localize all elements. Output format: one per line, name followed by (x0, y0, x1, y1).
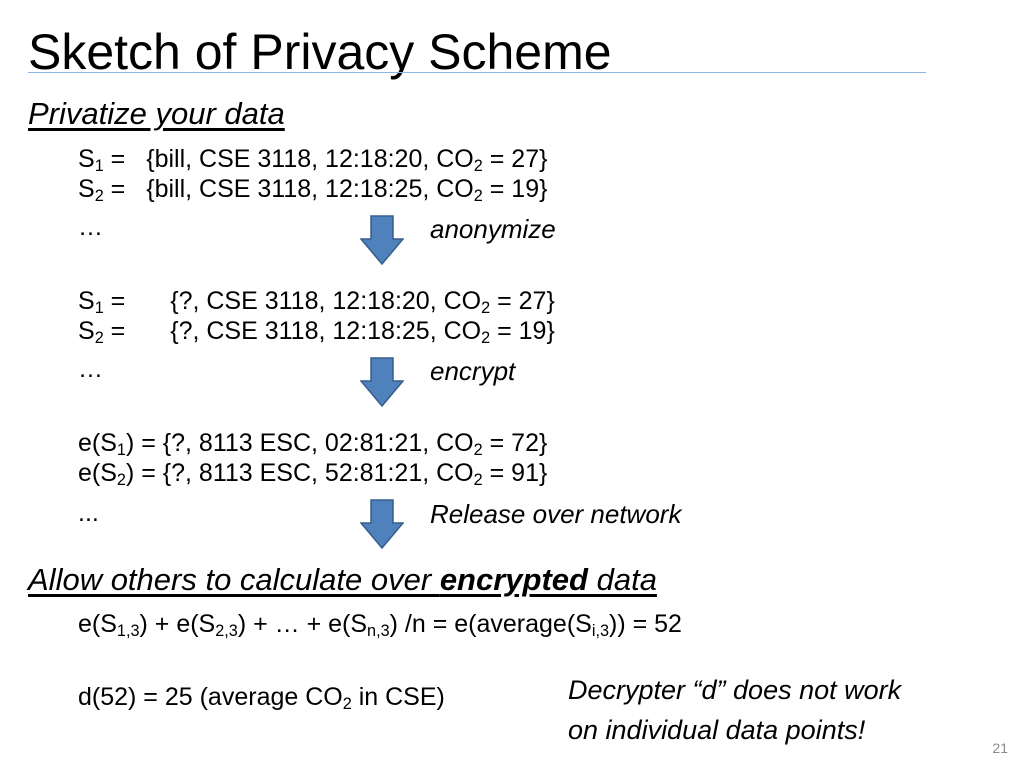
decrypter-note-line2: on individual data points! (568, 715, 866, 745)
section-heading-privatize: Privatize your data (28, 96, 285, 131)
ellipsis-raw: … (78, 213, 103, 241)
step-label-encrypt: encrypt (430, 356, 516, 386)
decrypter-note: Decrypter “d” does not work on individua… (568, 670, 901, 750)
section-heading-calculate: Allow others to calculate over encrypted… (28, 562, 657, 597)
down-arrow-icon-anonymize (360, 215, 404, 265)
record-e-s2: e(S2) = {?, 8113 ESC, 52:81:21, CO2 = 91… (78, 459, 548, 490)
decrypter-note-line1: Decrypter “d” does not work (568, 675, 902, 705)
page-number: 21 (992, 740, 1008, 756)
record-s1-anon: S1 = {?, CSE 3118, 12:18:20, CO2 = 27} (78, 287, 555, 318)
record-s1-raw: S1 = {bill, CSE 3118, 12:18:20, CO2 = 27… (78, 145, 548, 176)
record-e-s1: e(S1) = {?, 8113 ESC, 02:81:21, CO2 = 72… (78, 429, 548, 460)
decrypt-result: d(52) = 25 (average CO2 in CSE) (78, 683, 445, 714)
step-label-release: Release over network (430, 499, 682, 529)
down-arrow-icon-release (360, 499, 404, 549)
ellipsis-anon: … (78, 355, 103, 383)
ellipsis-enc: ... (78, 499, 99, 527)
title-underline-rule (28, 72, 926, 73)
step-label-anonymize: anonymize (430, 214, 556, 244)
record-s2-raw: S2 = {bill, CSE 3118, 12:18:25, CO2 = 19… (78, 175, 548, 206)
slide-title: Sketch of Privacy Scheme (28, 24, 612, 80)
down-arrow-icon-encrypt (360, 357, 404, 407)
aggregate-formula: e(S1,3) + e(S2,3) + … + e(Sn,3) /n = e(a… (78, 610, 682, 641)
record-s2-anon: S2 = {?, CSE 3118, 12:18:25, CO2 = 19} (78, 317, 555, 348)
